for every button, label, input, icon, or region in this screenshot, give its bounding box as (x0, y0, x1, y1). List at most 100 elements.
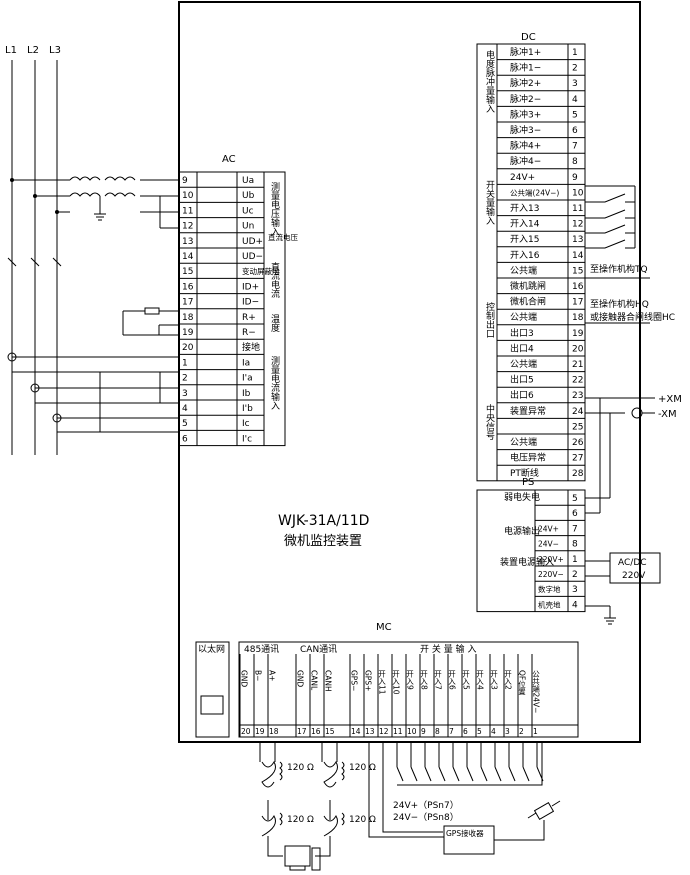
dc-terminal-label: 脉冲4− (510, 155, 541, 167)
mc-terminal-label: QF位置 (517, 670, 526, 695)
dc-terminal-label: 开入15 (510, 234, 539, 245)
ac-terminal-label: Ub (242, 191, 255, 201)
res-label-4: 120 Ω (349, 815, 376, 825)
dc-terminal-num: 10 (572, 188, 584, 198)
ac-terminal-num: 1 (182, 358, 188, 368)
mc-terminal-label: B− (254, 670, 263, 681)
dc-terminal-num: 27 (572, 454, 583, 464)
dc-terminal-num: 1 (572, 48, 578, 58)
dc-terminal-num: 13 (572, 235, 583, 245)
dc-terminal-label: 微机跳闸 (510, 280, 546, 292)
ac-terminal-num: 20 (182, 343, 194, 353)
mc-terminal-label: GPS− (350, 670, 359, 691)
ps-terminal-label: 数字地 (538, 584, 561, 594)
ac-terminal-label: R+ (242, 313, 256, 323)
ac-terminal-num: 17 (182, 298, 193, 308)
pt-transformer (12, 176, 179, 229)
ac-terminal-num: 15 (182, 267, 193, 277)
dc-terminal-label: 脉冲3− (510, 124, 541, 136)
dc-group-switch: 开关量输入 (484, 180, 495, 225)
xm-plus: +XM (658, 394, 682, 405)
dc-group-control: 控制出口 (484, 301, 495, 338)
acdc-label: AC/DC (618, 558, 647, 568)
mc-terminal-label: 开入3 (489, 670, 498, 690)
ac-terminal-label: UD+ (242, 237, 263, 247)
dc-note-tq: 至操作机构TQ (590, 263, 648, 275)
ac-terminal-num: 9 (182, 176, 188, 186)
dc-terminal-label: 公共端 (510, 311, 537, 323)
mc-terminal-label: A+ (268, 670, 277, 681)
dc-terminal-num: 15 (572, 266, 583, 276)
ps-terminal-label: 24V+ (538, 524, 559, 533)
dc-terminal-label: PT断线 (510, 467, 539, 479)
ac-terminal-label: Ua (242, 176, 254, 186)
mc-terminal-label: GND (240, 670, 249, 687)
dc-terminal-label: 公共端 (510, 358, 537, 370)
ac-group-temperature: 温度 (269, 314, 280, 333)
mc-terminal-num: 4 (491, 727, 496, 736)
ps-group-weak: 弱电失电 (504, 491, 540, 503)
ac-terminal-num: 16 (182, 282, 194, 292)
ps-terminal-label: 220V+ (538, 555, 564, 564)
mc-terminal-num: 6 (463, 727, 468, 736)
gps-receiver-label: GPS接收器 (446, 828, 484, 838)
ps-terminal-label: 220V− (538, 570, 564, 579)
dc-terminal-label: 脉冲3+ (510, 108, 541, 120)
ps-terminal-num: 7 (572, 524, 578, 534)
res-label-1: 120 Ω (287, 763, 314, 773)
mc-terminal-num: 14 (351, 727, 361, 736)
dc-terminal-label: 出口6 (510, 389, 534, 401)
dc-terminal-num: 12 (572, 220, 583, 230)
ac-terminal-label: ID− (242, 298, 259, 308)
mc-terminal-num: 5 (477, 727, 482, 736)
mc-terminal-num: 10 (407, 727, 417, 736)
dc-terminal-num: 8 (572, 157, 578, 167)
dc-terminal-label: 公共端(24V−) (510, 187, 559, 197)
dc-terminal-num: 19 (572, 329, 584, 339)
dc-terminal-num: 21 (572, 360, 583, 370)
computer-icon (284, 845, 321, 871)
ps-terminal-num: 2 (572, 570, 578, 580)
acdc-volt: 220V (622, 571, 646, 581)
ac-terminal-num: 18 (182, 313, 194, 323)
dc-terminal-num: 7 (572, 142, 578, 152)
mc-terminal-label: 开入9 (405, 670, 414, 690)
mc-terminal-num: 7 (449, 727, 454, 736)
mc-terminal-num: 3 (505, 727, 510, 736)
dc-terminal-num: 9 (572, 173, 578, 183)
ps-group-output: 电源输出 (504, 525, 540, 537)
ac-title: AC (222, 154, 236, 165)
dc-terminal-num: 25 (572, 422, 583, 432)
ac-terminal-label: I'b (242, 404, 253, 414)
dc-group-signal: 中央信号 (484, 403, 495, 441)
ac-terminal-num: 10 (182, 191, 194, 201)
dc-note-hc: 或接触器合闸线圈HC (590, 311, 675, 323)
ps-terminal-label: 机壳地 (538, 599, 561, 609)
ac-terminal-label: Ia (242, 358, 250, 368)
ac-terminal-num: 19 (182, 328, 194, 338)
ps-terminal-num: 5 (572, 494, 578, 504)
ps-terminal-label: 24V− (538, 540, 559, 549)
mc-terminal-num: 20 (241, 727, 251, 736)
dc-terminal-num: 6 (572, 126, 578, 136)
ethernet-box (195, 641, 230, 738)
ac-terminal-label: UD− (242, 252, 263, 262)
mc-title: MC (376, 622, 392, 633)
mc-terminal-num: 17 (297, 727, 307, 736)
mc-terminal-num: 18 (269, 727, 279, 736)
mc-terminal-num: 8 (435, 727, 440, 736)
dc-terminal-label: 24V+ (510, 173, 535, 183)
ct-wiring (12, 356, 179, 433)
acdc-box (609, 552, 661, 584)
ac-terminal-label: R− (242, 328, 256, 338)
dc-terminal-num: 14 (572, 251, 584, 261)
ac-terminal-label: 接地 (242, 341, 260, 353)
dc-terminal-num: 11 (572, 204, 583, 214)
ac-terminal-num: 14 (182, 252, 194, 262)
dc-terminal-num: 26 (572, 438, 584, 448)
dc-terminal-label: 微机合闸 (510, 296, 546, 308)
dc-terminal-label: 装置异常 (510, 405, 546, 417)
ac-group-current: 测量电流输入 (269, 356, 280, 410)
